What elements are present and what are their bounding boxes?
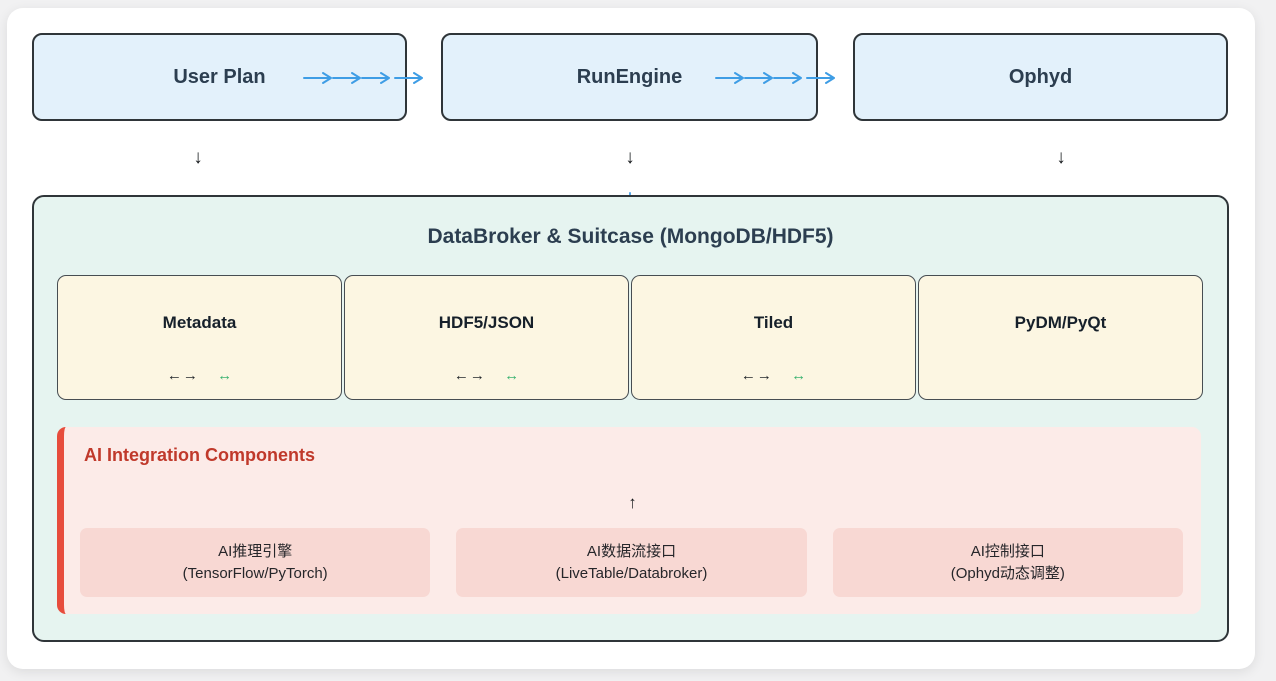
interface-box-pydm-pyqt: PyDM/PyQt (918, 275, 1203, 400)
interface-box-metadata: Metadata ←→ ↔ (57, 275, 342, 400)
node-runengine-label: RunEngine (576, 65, 683, 88)
bidirectional-arrow-icon: ←→ (740, 367, 773, 384)
interface-row: Metadata ←→ ↔ HDF5/JSON ←→ ↔ Tiled ←→ ↔ (57, 275, 1203, 400)
ai-panel-title: AI Integration Components (84, 445, 315, 465)
up-arrow-icon: ↑ (628, 493, 637, 512)
ai-box-line2: (LiveTable/Databroker) (555, 564, 708, 582)
node-ophyd: Ophyd (853, 33, 1228, 121)
interface-box-hdf5-json: HDF5/JSON ←→ ↔ (344, 275, 629, 400)
ai-integration-panel: AI Integration Components ↑ AI推理引擎 (Tens… (57, 427, 1201, 614)
flow-arrows-user-to-runengine-icon (303, 72, 423, 84)
ai-box-inference-engine: AI推理引擎 (TensorFlow/PyTorch) (80, 528, 431, 597)
node-ophyd-label: Ophyd (1008, 65, 1073, 88)
interface-box-tiled: Tiled ←→ ↔ (631, 275, 916, 400)
bidirectional-arrow-green-icon: ↔ (791, 367, 807, 384)
ai-box-control-interface: AI控制接口 (Ophyd动态调整) (832, 528, 1183, 597)
bidirectional-arrow-icon: ←→ (166, 367, 199, 384)
interface-label: HDF5/JSON (438, 313, 535, 332)
ai-box-line1: AI数据流接口 (586, 542, 677, 560)
databroker-container: DataBroker & Suitcase (MongoDB/HDF5) Met… (32, 195, 1229, 642)
bidirectional-arrow-green-icon: ↔ (504, 367, 520, 384)
sync-arrows: ←→ ↔ (345, 367, 628, 385)
diagram-card: User Plan RunEngine Ophyd ↓ ↓ ↓ DataBrok… (7, 8, 1255, 669)
ai-box-line2: (TensorFlow/PyTorch) (182, 564, 328, 582)
down-arrow-icon: ↓ (625, 147, 635, 168)
ai-box-line1: AI控制接口 (970, 542, 1045, 560)
bidirectional-arrow-icon: ←→ (453, 367, 486, 384)
interface-label: Tiled (753, 313, 794, 332)
databroker-title: DataBroker & Suitcase (MongoDB/HDF5) (427, 225, 834, 248)
sync-arrows: ←→ ↔ (632, 367, 915, 385)
ai-box-datastream-interface: AI数据流接口 (LiveTable/Databroker) (456, 528, 807, 597)
sync-arrows: ←→ ↔ (58, 367, 341, 385)
node-user-plan-label: User Plan (173, 65, 266, 88)
interface-label: PyDM/PyQt (1014, 313, 1107, 332)
down-arrow-icon: ↓ (193, 147, 203, 168)
ai-box-line1: AI推理引擎 (218, 542, 293, 560)
flow-arrows-runengine-to-ophyd-icon (715, 72, 835, 84)
ai-box-line2: (Ophyd动态调整) (950, 564, 1065, 582)
down-arrow-icon: ↓ (1056, 147, 1066, 168)
interface-label: Metadata (162, 313, 237, 332)
bidirectional-arrow-green-icon: ↔ (217, 367, 233, 384)
ai-components-row: AI推理引擎 (TensorFlow/PyTorch) AI数据流接口 (Liv… (80, 528, 1183, 597)
